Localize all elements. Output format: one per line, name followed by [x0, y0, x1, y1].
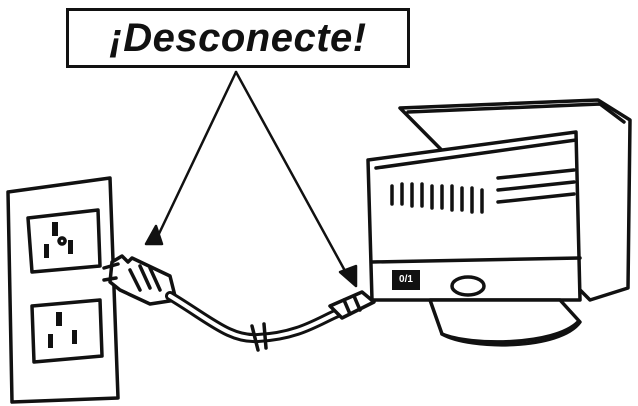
power-switch-label: 0/1: [394, 272, 418, 288]
wall-outlet-icon: [8, 178, 118, 402]
power-cord-icon: [170, 292, 374, 350]
callout-label: ¡Desconecte!: [109, 16, 366, 61]
disconnect-callout: ¡Desconecte!: [66, 8, 410, 68]
monitor-icon: [368, 100, 630, 345]
arrow-icon: [146, 72, 356, 286]
